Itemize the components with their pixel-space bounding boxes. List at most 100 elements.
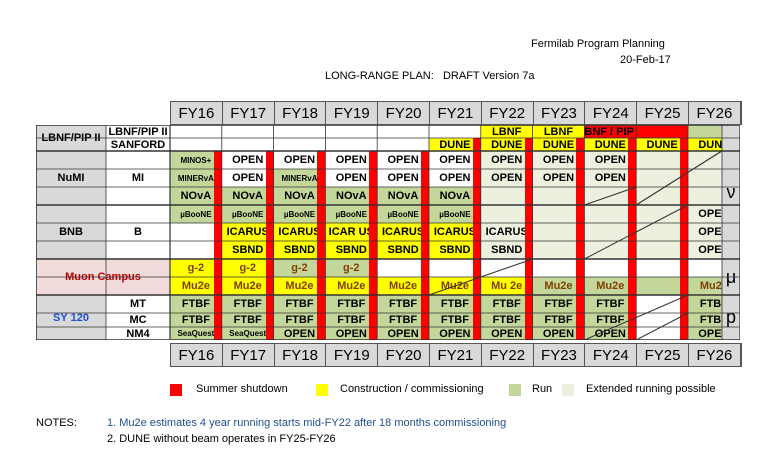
cell-label: SeaQuest bbox=[177, 329, 215, 338]
cell-label: SBND bbox=[232, 244, 264, 256]
grid-cell bbox=[636, 187, 688, 205]
cell-label: NOvA bbox=[336, 190, 367, 202]
grid-cell bbox=[429, 259, 481, 277]
cell-label: DUNE bbox=[439, 138, 471, 151]
shutdown-bar bbox=[213, 151, 222, 340]
grid-cell: NOvA bbox=[273, 187, 326, 205]
year-fy22: FY22 bbox=[481, 344, 534, 366]
sub-label-nm4: NM4 bbox=[126, 327, 150, 340]
shutdown-bar bbox=[421, 151, 429, 340]
cell-label: OPEN bbox=[335, 172, 367, 184]
grid-cell: LBNF bbox=[532, 125, 585, 138]
grid-cell bbox=[636, 223, 688, 241]
cell-label: FTBF bbox=[699, 298, 728, 310]
grid-cell: NOvA bbox=[170, 187, 222, 205]
note-1: 1. Mu2e estimates 4 year running starts … bbox=[107, 417, 507, 429]
grid-cell bbox=[170, 138, 222, 151]
cell-label: Mu2e bbox=[699, 280, 728, 292]
shutdown-bar bbox=[576, 138, 585, 340]
grid-cell: ICARUS bbox=[429, 223, 481, 241]
legend-construction-swatch bbox=[316, 384, 328, 396]
shutdown-bar bbox=[317, 151, 326, 340]
cell-label: OPEN bbox=[335, 154, 367, 166]
cell-label: NOvA bbox=[180, 190, 212, 202]
cell-label: OPEN bbox=[232, 154, 264, 166]
cell-label: FTBF bbox=[285, 298, 314, 310]
grid-cell: OPEN bbox=[325, 327, 378, 340]
year-fy23: FY23 bbox=[533, 102, 586, 124]
cell-label: g-2 bbox=[187, 262, 205, 274]
cell-label: OPEN bbox=[335, 327, 367, 340]
grid-cell: FTBF bbox=[480, 313, 533, 327]
grid-cell: Mu2e bbox=[584, 277, 637, 295]
year-fy22: FY22 bbox=[481, 102, 534, 124]
cell-label: Mu2e bbox=[544, 280, 573, 292]
grid-cell: SeaQuest bbox=[170, 327, 222, 340]
grid-cell bbox=[532, 187, 585, 205]
grid-cell: OPEN bbox=[325, 169, 378, 187]
grid-cell: LBNF / PIP II bbox=[584, 125, 637, 138]
legend-run-label: Run bbox=[532, 383, 553, 395]
cell-label: FTBF bbox=[181, 314, 210, 326]
cell-label: ICAR US bbox=[328, 226, 374, 238]
year-fy25: FY25 bbox=[637, 344, 689, 366]
grid-cell: DUNE bbox=[429, 138, 481, 151]
grid-cell bbox=[636, 125, 688, 138]
plan-title: LONG-RANGE PLAN: DRAFT Version 7a bbox=[325, 70, 535, 82]
cell-label: FTBF bbox=[440, 314, 469, 326]
cell-label: OPEN bbox=[439, 172, 471, 184]
cell-label: OPEN bbox=[542, 327, 575, 340]
grid-cell: µBooNE bbox=[325, 205, 378, 223]
grid-cell bbox=[221, 138, 274, 151]
grid-cell: g-2 bbox=[273, 259, 326, 277]
cell-label: OPEN bbox=[542, 172, 575, 184]
cell-label: FTBF bbox=[337, 314, 366, 326]
sub-label-mi: MI bbox=[131, 172, 145, 184]
cell-label: OPEN bbox=[283, 154, 316, 166]
shutdown-bar bbox=[265, 151, 274, 340]
grid-cell: NOvA bbox=[221, 187, 274, 205]
cell-label: FTBF bbox=[440, 298, 469, 310]
group-label-numi: NuMI bbox=[57, 172, 85, 184]
cell-label: DUNE bbox=[542, 138, 575, 151]
grid-cell: DUNE bbox=[480, 138, 533, 151]
grid-cell bbox=[636, 259, 688, 277]
grid-cell: OPEN bbox=[532, 327, 585, 340]
cell-label: ICARUS bbox=[382, 226, 425, 238]
cell-label: NOvA bbox=[387, 190, 419, 202]
grid-cell: NOvA bbox=[429, 187, 481, 205]
cell-label: MINERvA bbox=[281, 173, 318, 183]
cell-label: µBooNE bbox=[439, 209, 471, 219]
cell-label: DUNE bbox=[491, 138, 523, 151]
cell-label: DUNE bbox=[594, 138, 626, 151]
grid-cell: SBND bbox=[221, 241, 274, 259]
group-label-bnb: BNB bbox=[59, 226, 83, 238]
grid-cell bbox=[480, 205, 533, 223]
cell-label: OPEN bbox=[491, 154, 523, 166]
grid-cell: µBooNE bbox=[221, 205, 274, 223]
grid-cell bbox=[532, 223, 585, 241]
grid-cell bbox=[532, 205, 585, 223]
year-fy18: FY18 bbox=[274, 102, 327, 124]
cell-label: Mu2e bbox=[181, 280, 210, 292]
cell-label: NOvA bbox=[439, 190, 471, 202]
year-fy26: FY26 bbox=[688, 344, 741, 366]
grid-cell: OPEN bbox=[221, 151, 274, 169]
cell-label: FTBF bbox=[233, 298, 262, 310]
grid-cell: FTBF bbox=[221, 313, 274, 327]
grid-cell: µBooNE bbox=[429, 205, 481, 223]
nu-symbol: ν bbox=[722, 125, 740, 259]
grid-cell bbox=[325, 125, 378, 138]
grid-cell: g-2 bbox=[170, 259, 222, 277]
year-fy23: FY23 bbox=[533, 344, 586, 366]
cell-label: OPEN bbox=[387, 154, 419, 166]
grid-cell: ICAR US bbox=[325, 223, 378, 241]
cell-label: SBND bbox=[439, 244, 471, 256]
grid-cell: OPEN bbox=[480, 327, 533, 340]
cell-label: OPEN bbox=[594, 154, 626, 166]
grid-line bbox=[584, 204, 689, 260]
grid-cell: Mu2e bbox=[377, 277, 429, 295]
grid-cell: NOvA bbox=[377, 187, 429, 205]
grid-cell bbox=[170, 241, 222, 259]
year-fy21: FY21 bbox=[429, 344, 482, 366]
